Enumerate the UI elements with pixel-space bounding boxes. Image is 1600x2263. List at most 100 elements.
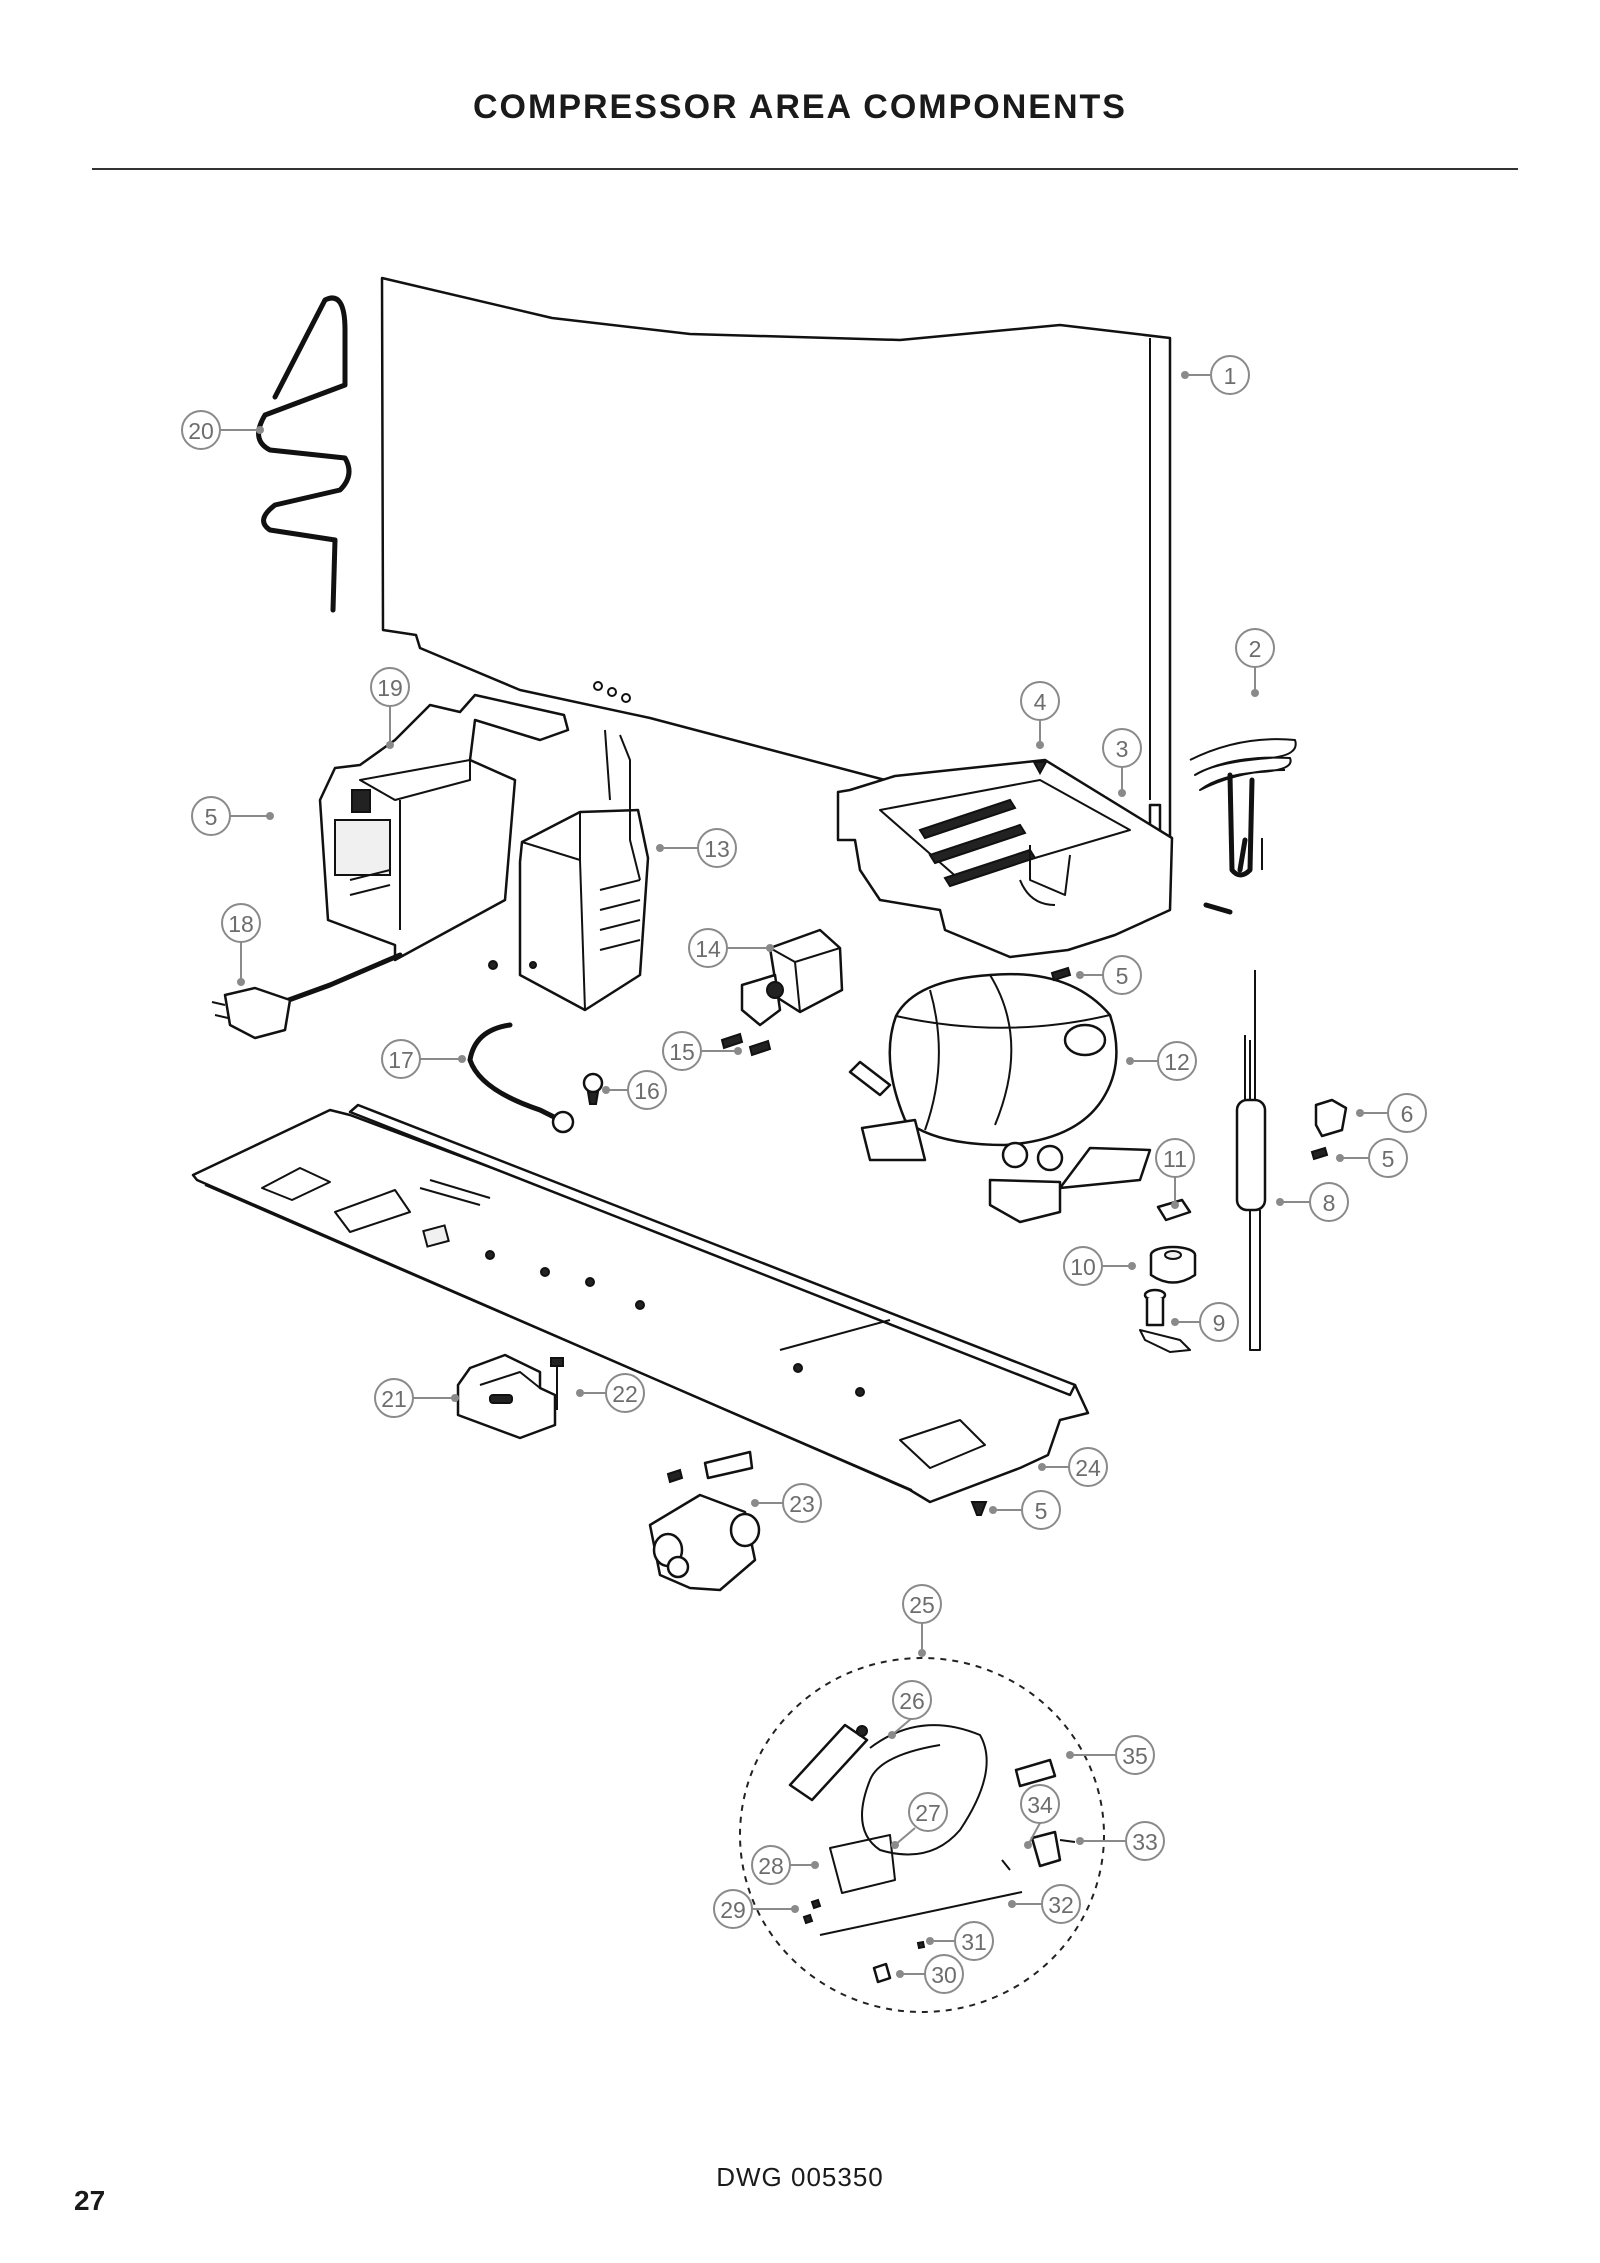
callout-8-label: 8 (1323, 1190, 1336, 1216)
callout-26: 26 (888, 1680, 932, 1739)
power-cord-part (211, 952, 403, 1040)
callout-1-label: 1 (1224, 363, 1237, 389)
callout-28: 28 (751, 1845, 819, 1885)
page-title: COMPRESSOR AREA COMPONENTS (473, 88, 1127, 126)
drain-screw-part (1032, 761, 1048, 776)
callout-24: 24 (1038, 1447, 1108, 1487)
callout-19-label: 19 (377, 675, 403, 701)
callout-4-label: 4 (1034, 689, 1047, 715)
base-plate-part (191, 1103, 1090, 1504)
callout-14-label: 14 (695, 936, 721, 962)
relay-overload-part (740, 928, 844, 1027)
callout-23: 23 (751, 1483, 822, 1523)
callout-20: 20 (181, 410, 264, 450)
callout-6: 6 (1356, 1093, 1427, 1133)
callout-33-label: 33 (1132, 1829, 1158, 1855)
callout-31-label: 31 (961, 1929, 987, 1955)
rubber-grommet-part (1149, 1245, 1197, 1284)
thermostat-kit-circle (739, 1657, 1105, 2013)
callout-16: 16 (602, 1070, 667, 1110)
callout-22: 22 (576, 1373, 645, 1413)
callout-5-tray: 5 (1076, 955, 1142, 995)
condenser-loop-tube-part (256, 295, 352, 613)
callout-19: 19 (370, 667, 410, 749)
callout-32: 32 (1008, 1884, 1081, 1924)
callout-21-label: 21 (381, 1386, 407, 1412)
callout-15: 15 (662, 1031, 742, 1071)
callout-5a-label: 5 (205, 804, 218, 830)
callout-13-label: 13 (704, 836, 730, 862)
water-valve-part (648, 1450, 761, 1592)
callout-31: 31 (926, 1921, 994, 1961)
callout-5d-label: 5 (1035, 1498, 1048, 1524)
base-screw-part (970, 1501, 988, 1516)
callout-2: 2 (1235, 628, 1275, 697)
control-module-part (318, 693, 570, 962)
callout-3-label: 3 (1116, 736, 1129, 762)
callout-20-label: 20 (188, 418, 214, 444)
callout-6-label: 6 (1401, 1101, 1414, 1127)
drip-tray-part (836, 758, 1174, 959)
callout-10-label: 10 (1070, 1254, 1096, 1280)
callout-11: 11 (1155, 1138, 1195, 1209)
callout-33: 33 (1076, 1821, 1165, 1861)
callout-17-label: 17 (388, 1047, 414, 1073)
callout-21: 21 (374, 1378, 459, 1418)
callout-16-label: 16 (634, 1078, 660, 1104)
page-number: 27 (74, 2185, 106, 2216)
relay-screw-part (720, 1032, 772, 1057)
callout-27: 27 (891, 1792, 948, 1849)
title-divider (92, 168, 1518, 170)
callout-9-label: 9 (1213, 1310, 1226, 1336)
callout-11-label: 11 (1163, 1146, 1187, 1172)
callout-5-left: 5 (191, 796, 274, 836)
callout-24-label: 24 (1075, 1455, 1101, 1481)
inverter-control-box-part (488, 729, 650, 1012)
callout-9: 9 (1171, 1302, 1239, 1342)
callout-29: 29 (713, 1889, 799, 1929)
callout-34-label: 34 (1027, 1792, 1053, 1818)
callout-29-label: 29 (720, 1897, 746, 1923)
callout-13: 13 (656, 828, 737, 868)
callout-35: 35 (1066, 1735, 1155, 1775)
drain-heater-coil-part (1189, 738, 1297, 915)
ground-wire-part (467, 1022, 575, 1134)
compressor-part (848, 972, 1152, 1224)
callout-8: 8 (1276, 1182, 1349, 1222)
callout-30: 30 (896, 1954, 964, 1994)
filter-drier-part (1235, 970, 1267, 1351)
callout-1: 1 (1181, 355, 1250, 395)
callout-25: 25 (902, 1584, 942, 1657)
callout-12-label: 12 (1164, 1049, 1190, 1075)
callout-5c-label: 5 (1382, 1146, 1395, 1172)
leg-screw-part (550, 1357, 564, 1410)
callout-2-label: 2 (1249, 636, 1262, 662)
callout-34: 34 (1020, 1784, 1060, 1849)
callout-12: 12 (1126, 1041, 1197, 1081)
drawing-number: DWG 005350 (716, 2162, 884, 2192)
callout-26-label: 26 (899, 1688, 925, 1714)
callout-4: 4 (1020, 681, 1060, 749)
rear-panel-part (380, 276, 1172, 847)
ground-screw-part (582, 1072, 604, 1105)
mount-stud-part (1139, 1288, 1191, 1353)
drier-clamp-part (1310, 1098, 1348, 1161)
callout-28-label: 28 (758, 1853, 784, 1879)
callout-35-label: 35 (1122, 1743, 1148, 1769)
compressor-mount-screw-part (1050, 966, 1072, 982)
leg-bracket-part (456, 1353, 557, 1440)
callout-10: 10 (1063, 1246, 1136, 1286)
callout-5-clamp: 5 (1336, 1138, 1408, 1178)
callout-3: 3 (1102, 728, 1142, 797)
callout-18: 18 (221, 903, 261, 986)
callout-14: 14 (688, 928, 774, 968)
callout-15-label: 15 (669, 1039, 695, 1065)
callout-5b-label: 5 (1116, 963, 1129, 989)
callout-32-label: 32 (1048, 1892, 1074, 1918)
callout-27-label: 27 (915, 1800, 941, 1826)
callout-30-label: 30 (931, 1962, 957, 1988)
callout-18-label: 18 (228, 911, 254, 937)
callout-23-label: 23 (789, 1491, 815, 1517)
callout-5-base: 5 (989, 1490, 1061, 1530)
